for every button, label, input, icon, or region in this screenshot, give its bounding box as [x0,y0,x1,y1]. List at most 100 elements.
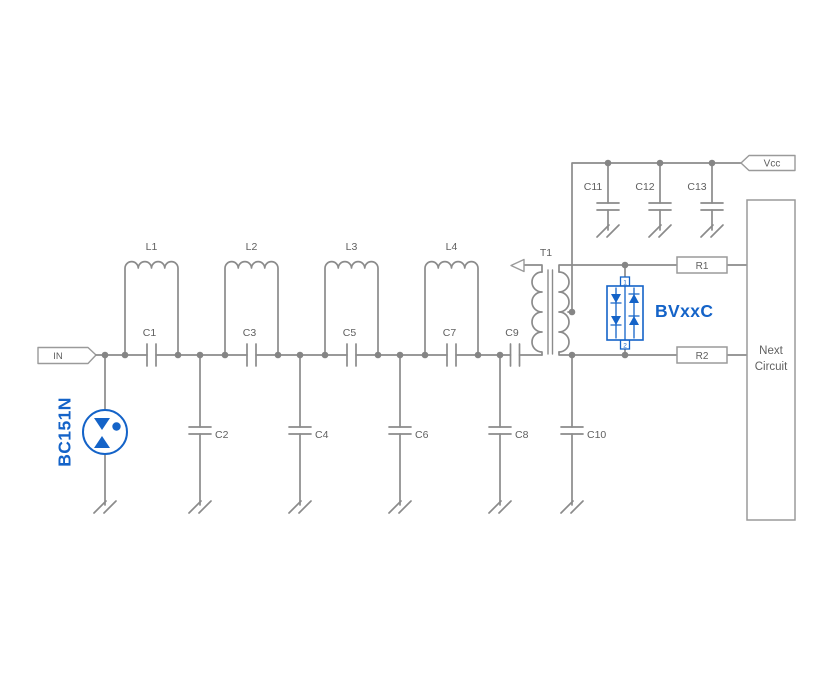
bridge-diode-4 [629,316,639,325]
transformer-secondary-coil [558,271,570,353]
capacitor-c10-plates [560,426,584,435]
in-tag-shape [37,346,97,365]
decoupling-capacitor-c11: C11 [584,162,620,238]
junction-dot [474,351,482,359]
filter-stage-3: L3 C5 C6 [324,241,429,514]
vcc-tag-label: Vcc [764,159,781,170]
capacitor-c6-label: C6 [415,429,429,441]
arrester-gas-dot [112,422,121,431]
junction-dot [621,351,629,359]
capacitor-c3-label: C3 [243,327,257,339]
bridge-diode-1 [611,294,621,303]
junction-dot [621,261,629,269]
capacitor-c7-plates [446,343,457,367]
vcc-rail-section: C11 C12 C13 Vcc [571,154,796,313]
arrester-body [82,409,128,455]
transformer-t1: T1 [510,247,573,356]
capacitor-c12-label: C12 [635,181,654,193]
output-top-wire [558,264,678,273]
resistor-output-wires [726,264,748,356]
surge-arrester-bc151n: BC151N [55,354,128,514]
ground-symbol [596,224,620,238]
junction-dots [101,159,716,359]
junction-dot [121,351,129,359]
next-circuit-label-line2: Circuit [755,361,788,373]
junction-dot [656,159,664,167]
junction-dot [568,351,576,359]
ground-symbol [188,500,212,514]
junction-dot [708,159,716,167]
capacitor-c1-label: C1 [143,327,157,339]
inductor-l4-label: L4 [446,241,458,253]
transformer-core [547,269,554,355]
capacitor-c9-plates [509,343,521,367]
inductor-l1-label: L1 [146,241,158,253]
bridge-pin-2-label: 2 [623,343,627,350]
capacitor-c13-label: C13 [687,181,706,193]
capacitor-c4-plates [288,426,312,435]
resistor-r1-label: R1 [696,261,709,272]
junction-dot [421,351,429,359]
next-circuit-label-line1: Next [759,345,783,357]
filter-stage-4: L4 C7 C8 [424,241,529,514]
junction-dot [221,351,229,359]
bridge-label: BVxxC [655,301,713,321]
junction-dot [396,351,404,359]
output-bottom-wire [558,351,678,356]
vcc-tag: Vcc [740,154,796,172]
junction-dot [274,351,282,359]
junction-dot [174,351,182,359]
resistor-r2-body [676,346,728,364]
junction-dot [604,159,612,167]
capacitor-c5-plates [346,343,357,367]
output-wires [558,264,748,356]
input-tag: IN [37,346,97,365]
junction-dot [568,308,576,316]
arrester-electrode-top [94,418,110,430]
capacitor-c6-plates [388,426,412,435]
capacitor-c5-label: C5 [343,327,357,339]
next-circuit-block: Next Circuit [746,199,796,521]
capacitor-c2-plates [188,426,212,435]
ground-symbol [488,500,512,514]
ground-symbol [288,500,312,514]
filter-stage-1: L1 C1 C2 [124,241,229,514]
junction-dot [374,351,382,359]
junction-dot [496,351,504,359]
resistor-r1: R1 [676,256,728,274]
phase-marker-triangle [510,258,525,273]
in-tag-label: IN [53,351,63,362]
decoupling-capacitor-c13: C13 [687,162,724,238]
capacitor-c3-plates [246,343,257,367]
ground-symbol [700,224,724,238]
junction-dot [321,351,329,359]
transformer-label: T1 [540,247,552,259]
capacitor-c8-label: C8 [515,429,529,441]
capacitor-c4-label: C4 [315,429,329,441]
inductor-l3-label: L3 [346,241,358,253]
capacitor-c10-label: C10 [587,429,606,441]
ground-symbol [93,500,117,514]
transformer-primary-coil [531,271,543,356]
bridge-diode-2 [611,316,621,325]
capacitor-c8-plates [488,426,512,435]
junction-dot [101,351,109,359]
capacitor-c12-plates [648,202,672,211]
decoupling-capacitor-c12: C12 [635,162,672,238]
resistor-r2: R2 [676,346,728,364]
arrester-electrode-bottom [94,436,110,448]
coupling-capacitor-c9: C9 [505,327,521,367]
capacitor-c9-label: C9 [505,327,519,339]
capacitor-c2-label: C2 [215,429,229,441]
inductor-l4-coil [424,260,479,356]
capacitor-c7-label: C7 [443,327,457,339]
inductor-l3-coil [324,260,379,356]
shunt-capacitor-c10: C10 [560,354,606,514]
resistor-r1-body [676,256,728,274]
ground-symbol [648,224,672,238]
capacitor-c11-plates [596,202,620,211]
capacitor-c1-plates [146,343,157,367]
inductor-l1-coil [124,260,179,356]
vcc-tag-shape [740,154,796,172]
